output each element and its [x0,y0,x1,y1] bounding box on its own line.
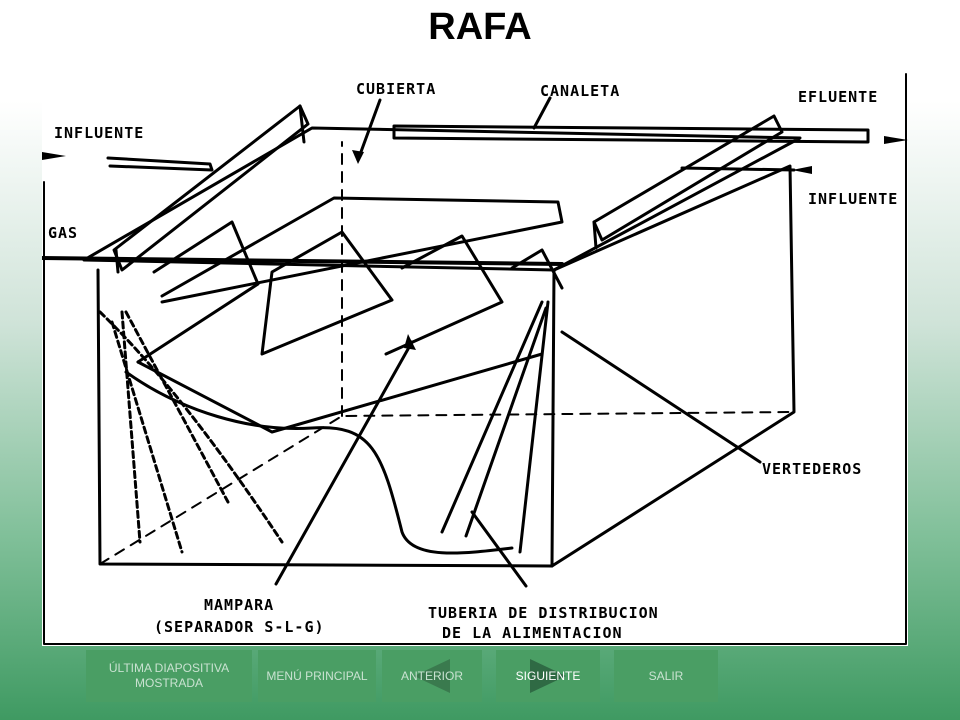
slide-navigation: ÚLTIMA DIAPOSITIVA MOSTRADA MENÚ PRINCIP… [86,650,726,702]
last-slide-label: ÚLTIMA DIAPOSITIVA MOSTRADA [108,661,230,690]
last-slide-button[interactable]: ÚLTIMA DIAPOSITIVA MOSTRADA [86,650,252,702]
arrow-right-icon [530,659,566,693]
label-gas: GAS [48,224,79,242]
label-cubierta: CUBIERTA [356,80,437,98]
exit-button[interactable]: SALIR [614,650,718,702]
slide-title: RAFA [428,6,532,48]
label-tuberia: TUBERIA DE DISTRIBUCION [428,604,659,622]
label-canaleta: CANALETA [540,82,621,100]
previous-button[interactable]: ANTERIOR [382,650,482,702]
reactor-line-drawing [42,73,908,645]
label-efluente: EFLUENTE [798,88,879,106]
previous-label: ANTERIOR [400,668,463,683]
main-menu-button[interactable]: MENÚ PRINCIPAL [258,650,376,702]
rafa-reactor-diagram: CUBIERTA CANALETA EFLUENTE INFLUENTE INF… [42,72,908,646]
label-influente-right: INFLUENTE [808,190,899,208]
next-button[interactable]: SIGUIENTE [496,650,600,702]
exit-label: SALIR [648,668,684,683]
label-mampara: MAMPARA [204,596,275,614]
label-alimentacion: DE LA ALIMENTACION [442,624,623,642]
next-label: SIGUIENTE [515,668,581,683]
label-vertederos: VERTEDEROS [762,460,863,478]
arrow-left-icon [414,659,450,693]
label-influente-left: INFLUENTE [54,124,145,142]
label-separador: (SEPARADOR S-L-G) [154,618,325,636]
main-menu-label: MENÚ PRINCIPAL [266,668,368,683]
